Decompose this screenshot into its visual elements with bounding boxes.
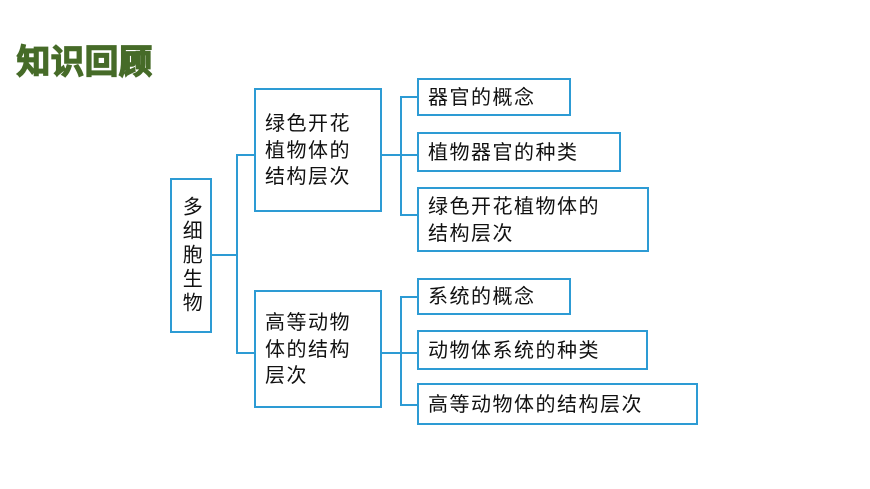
node-leaf-2-2[interactable]: 动物体系统的种类 [417,330,648,370]
node-leaf-2-1[interactable]: 系统的概念 [417,278,571,315]
connector-root-stem [212,254,237,256]
connector-branch-1-stem [382,154,402,156]
node-leaf-1-1[interactable]: 器官的概念 [417,78,571,116]
connector-branch-1-trunk [400,96,402,216]
node-branch-2[interactable]: 高等动物 体的结构 层次 [254,290,382,408]
connector-branch-2-child-3 [400,404,418,406]
node-root[interactable]: 多细胞生物 [170,178,212,333]
connector-branch-1-child-1 [400,96,418,98]
node-leaf-1-3[interactable]: 绿色开花植物体的 结构层次 [417,187,649,252]
node-branch-1[interactable]: 绿色开花 植物体的 结构层次 [254,88,382,212]
connector-root-to-branch-1 [236,154,255,156]
connector-branch-2-child-2 [400,352,418,354]
connector-branch-2-stem [382,352,402,354]
connector-root-trunk [236,154,238,354]
node-leaf-2-3[interactable]: 高等动物体的结构层次 [417,383,698,425]
node-leaf-1-2[interactable]: 植物器官的种类 [417,132,621,172]
page-title: 知识回顾 [16,42,153,81]
connector-branch-1-child-2 [400,154,418,156]
connector-branch-1-child-3 [400,214,418,216]
connector-branch-2-trunk [400,296,402,406]
connector-root-to-branch-2 [236,352,255,354]
connector-branch-2-child-1 [400,296,418,298]
